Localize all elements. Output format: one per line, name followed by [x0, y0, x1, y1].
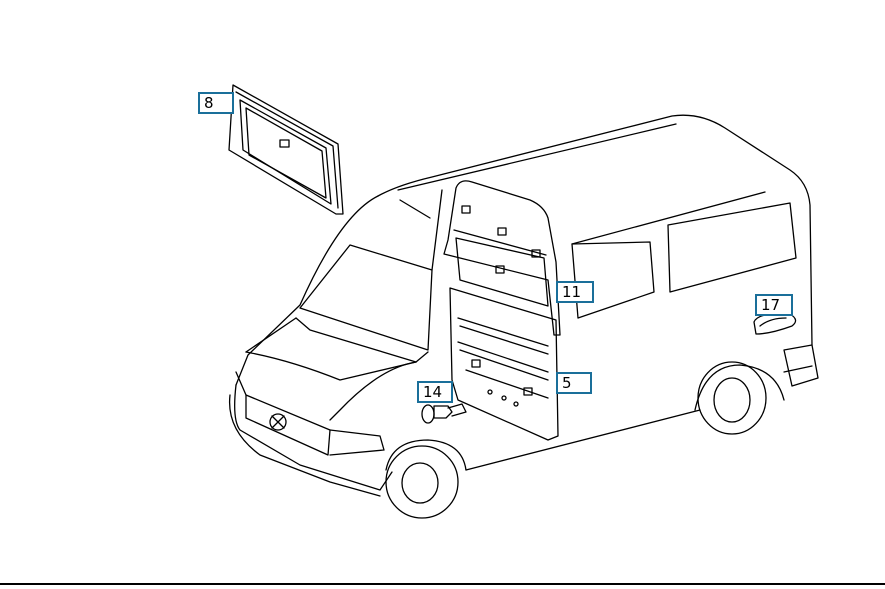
callout-part-11[interactable]: 11	[556, 281, 594, 303]
bottom-divider	[0, 583, 885, 585]
partition-upper	[443, 180, 561, 336]
callout-part-5[interactable]: 5	[556, 372, 592, 394]
side-window-panel	[228, 84, 344, 215]
fastener-clip	[421, 403, 467, 424]
partition-lower	[449, 287, 559, 441]
callout-part-17[interactable]: 17	[755, 294, 793, 316]
van-body	[228, 114, 819, 519]
callout-part-8[interactable]: 8	[198, 92, 234, 114]
callout-part-14[interactable]: 14	[417, 381, 453, 403]
